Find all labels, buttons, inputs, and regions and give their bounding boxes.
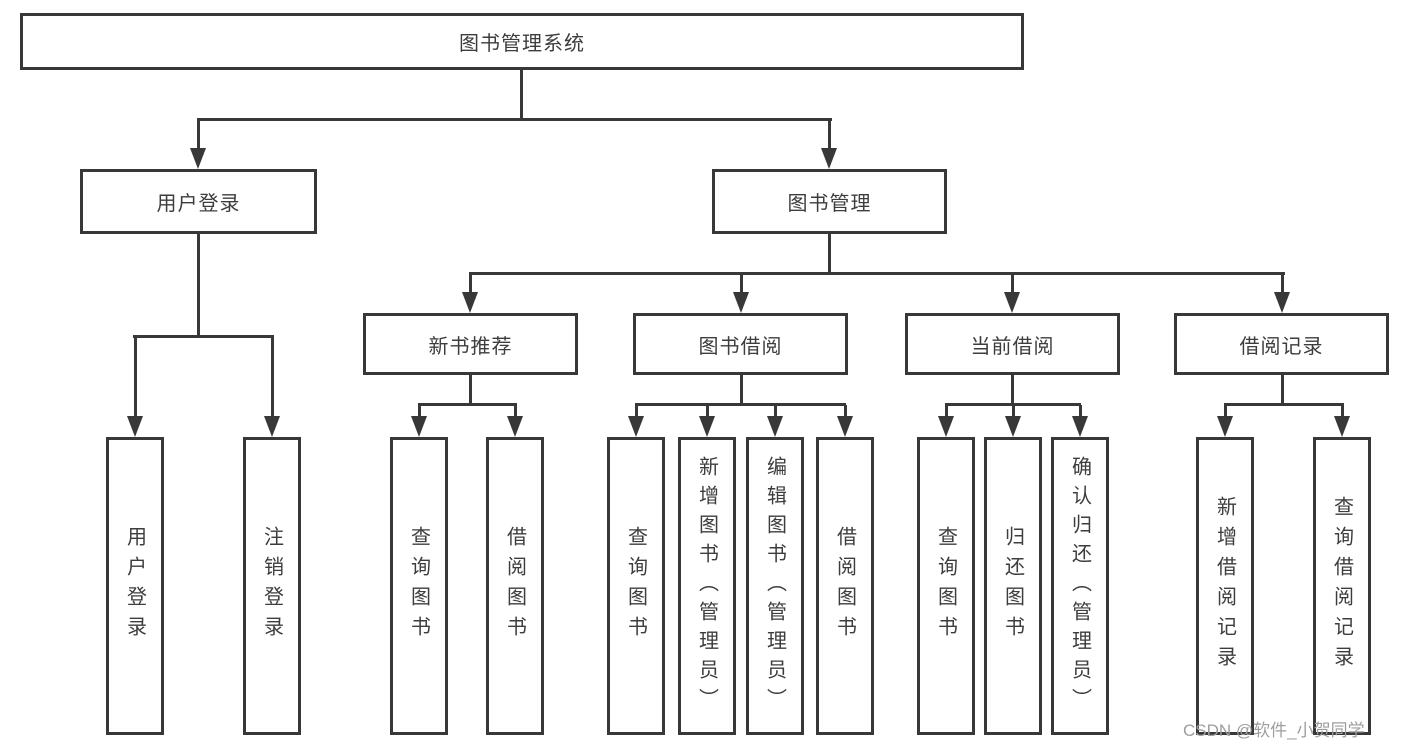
- connector-current-borrow-branch: [945, 403, 1081, 406]
- node-current-borrowing-label: 当前借阅: [970, 335, 1055, 358]
- leaf-edit-book-admin: 编辑图书（管理员）: [746, 437, 804, 735]
- connector-leaf-stub: [945, 405, 948, 418]
- connector-new-book-branch: [418, 403, 517, 406]
- connector-leaf-stub: [1079, 405, 1082, 418]
- connector-borrow-records-stem: [1281, 375, 1284, 405]
- connector-leaf-stub: [1341, 405, 1344, 418]
- connector-root-stem: [520, 68, 523, 120]
- leaf-query-books-current-label: 查询图书: [934, 526, 957, 646]
- connector-to-new-book: [469, 274, 472, 294]
- arrowhead-user-login: [190, 148, 206, 169]
- leaf-query-borrow-record: 查询借阅记录: [1313, 437, 1371, 735]
- connector-to-leaf-logout: [271, 337, 274, 417]
- leaf-confirm-return-admin: 确认归还（管理员）: [1051, 437, 1109, 735]
- connector-user-login-stem: [197, 234, 200, 337]
- connector-borrow-records-branch: [1224, 403, 1344, 406]
- arrowhead-leaf: [1072, 416, 1088, 437]
- arrowhead-leaf-user-login: [127, 416, 143, 437]
- arrowhead-leaf: [1334, 416, 1350, 437]
- leaf-edit-book-admin-label: 编辑图书（管理员）: [763, 455, 786, 717]
- connector-book-management-stem: [828, 234, 831, 275]
- arrowhead-leaf: [1217, 416, 1233, 437]
- connector-user-login-branch: [133, 335, 274, 338]
- connector-to-leaf-user-login: [134, 337, 137, 417]
- connector-new-book-stem: [469, 375, 472, 405]
- node-book-management: 图书管理: [712, 169, 947, 234]
- leaf-query-books-recommend: 查询图书: [390, 437, 448, 735]
- leaf-logout-label: 注销登录: [260, 526, 283, 646]
- connector-leaf-stub: [1224, 405, 1227, 418]
- arrowhead-leaf: [699, 416, 715, 437]
- node-user-login: 用户登录: [80, 169, 317, 234]
- leaf-add-borrow-record-label: 新增借阅记录: [1213, 496, 1236, 676]
- node-book-management-label: 图书管理: [787, 193, 872, 215]
- arrowhead-borrow-records: [1274, 292, 1290, 313]
- connector-to-book-borrow: [740, 274, 743, 294]
- node-book-borrowing-label: 图书借阅: [698, 335, 783, 358]
- node-root: 图书管理系统: [20, 13, 1024, 70]
- connector-to-user-login: [197, 120, 200, 149]
- arrowhead-leaf: [1005, 416, 1021, 437]
- leaf-borrow-books-recommend: 借阅图书: [486, 437, 544, 735]
- connector-leaf-stub: [418, 405, 421, 418]
- node-book-borrowing: 图书借阅: [633, 313, 848, 375]
- arrowhead-leaf: [507, 416, 523, 437]
- leaf-query-books-current: 查询图书: [917, 437, 975, 735]
- leaf-query-books-recommend-label: 查询图书: [407, 526, 430, 646]
- connector-leaf-stub: [635, 405, 638, 418]
- connector-to-current-borrow: [1011, 274, 1014, 294]
- node-new-book-recommend-label: 新书推荐: [428, 335, 513, 358]
- leaf-query-borrow-record-label: 查询借阅记录: [1330, 496, 1353, 676]
- node-borrow-records-label: 借阅记录: [1239, 335, 1324, 358]
- node-current-borrowing: 当前借阅: [905, 313, 1120, 375]
- connector-to-borrow-records: [1281, 274, 1284, 294]
- leaf-query-books-borrowing-label: 查询图书: [624, 526, 647, 646]
- connector-root-branch: [197, 118, 832, 121]
- connector-leaf-stub: [774, 405, 777, 418]
- leaf-logout: 注销登录: [243, 437, 301, 735]
- arrowhead-leaf: [411, 416, 427, 437]
- leaf-user-login-label: 用户登录: [123, 526, 146, 646]
- leaf-add-borrow-record: 新增借阅记录: [1196, 437, 1254, 735]
- connector-to-book-management: [828, 120, 831, 149]
- leaf-add-book-admin: 新增图书（管理员）: [678, 437, 736, 735]
- arrowhead-leaf: [938, 416, 954, 437]
- node-user-login-label: 用户登录: [156, 193, 241, 215]
- leaf-return-books: 归还图书: [984, 437, 1042, 735]
- connector-leaf-stub: [514, 405, 517, 418]
- leaf-return-books-label: 归还图书: [1001, 526, 1024, 646]
- leaf-borrow-books-borrowing: 借阅图书: [816, 437, 874, 735]
- leaf-query-books-borrowing: 查询图书: [607, 437, 665, 735]
- arrowhead-book-management: [821, 148, 837, 169]
- arrowhead-leaf: [767, 416, 783, 437]
- node-new-book-recommend: 新书推荐: [363, 313, 578, 375]
- connector-book-borrow-stem: [740, 375, 743, 405]
- connector-book-borrow-branch: [635, 403, 846, 406]
- connector-leaf-stub: [1012, 405, 1015, 418]
- connector-current-borrow-stem: [1011, 375, 1014, 405]
- arrowhead-book-borrow: [733, 292, 749, 313]
- arrowhead-current-borrow: [1004, 292, 1020, 313]
- arrowhead-leaf: [628, 416, 644, 437]
- leaf-borrow-books-borrowing-label: 借阅图书: [833, 526, 856, 646]
- watermark: CSDN @软件_小贺同学: [1183, 721, 1365, 740]
- connector-book-management-branch: [469, 272, 1285, 275]
- node-root-label: 图书管理系统: [459, 33, 585, 55]
- leaf-confirm-return-admin-label: 确认归还（管理员）: [1068, 455, 1091, 717]
- arrowhead-new-book: [462, 292, 478, 313]
- arrowhead-leaf: [837, 416, 853, 437]
- leaf-user-login: 用户登录: [106, 437, 164, 735]
- leaf-borrow-books-recommend-label: 借阅图书: [503, 526, 526, 646]
- connector-leaf-stub: [844, 405, 847, 418]
- arrowhead-leaf-logout: [264, 416, 280, 437]
- node-borrow-records: 借阅记录: [1174, 313, 1389, 375]
- leaf-add-book-admin-label: 新增图书（管理员）: [695, 455, 718, 717]
- connector-leaf-stub: [706, 405, 709, 418]
